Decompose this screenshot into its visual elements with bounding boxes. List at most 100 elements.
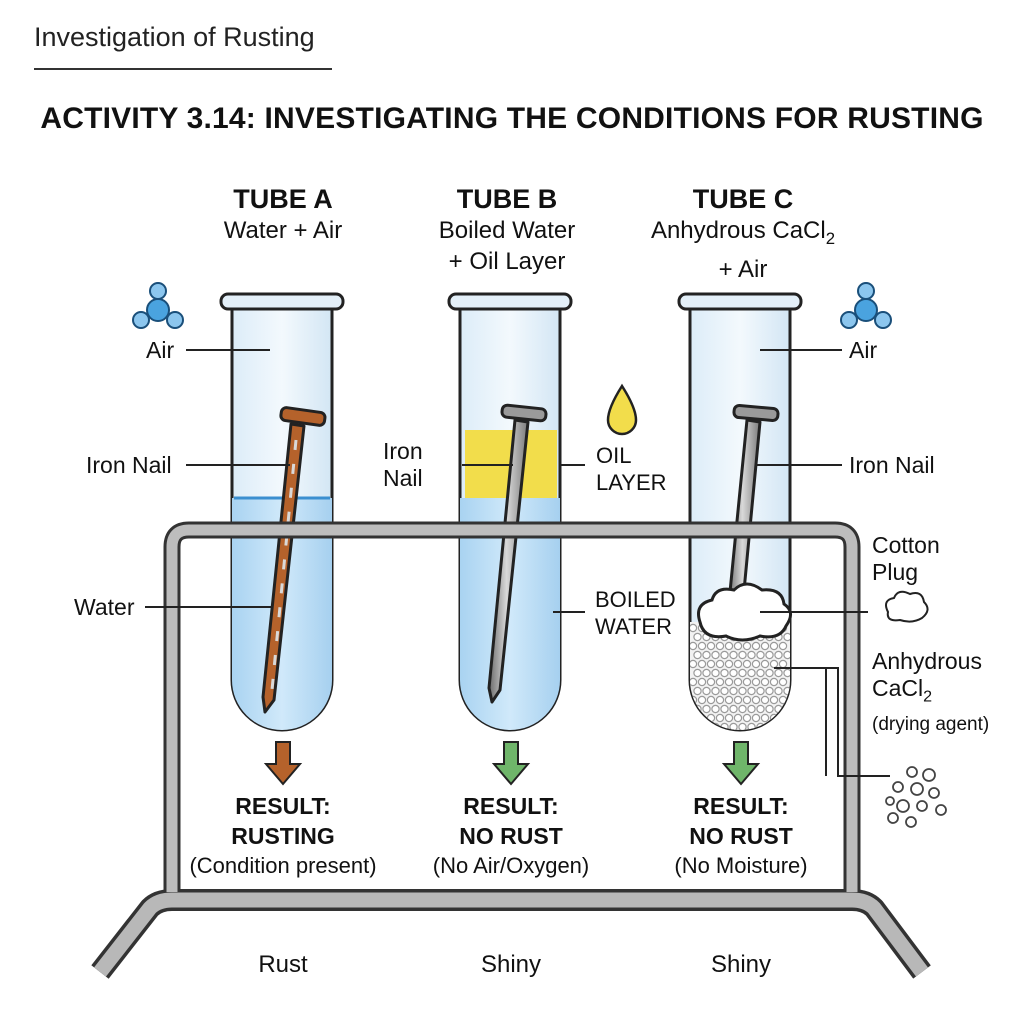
granule <box>774 650 783 660</box>
result-arrow-b <box>491 741 531 786</box>
granule <box>783 704 790 714</box>
granule <box>729 722 738 730</box>
granule <box>702 650 711 660</box>
granule <box>774 686 783 696</box>
granule <box>693 632 702 642</box>
granule <box>724 713 734 723</box>
granule <box>738 686 747 696</box>
tube-c-name: TUBE C <box>692 184 794 214</box>
granule <box>747 704 756 714</box>
granule <box>702 668 711 678</box>
granule <box>769 659 779 669</box>
test-tube-rack <box>163 521 861 892</box>
granule <box>724 659 734 669</box>
label-water-a: Water <box>74 594 135 620</box>
granule <box>738 704 747 714</box>
result-arrow-c <box>721 741 761 786</box>
granule <box>778 641 788 651</box>
granule <box>729 704 738 714</box>
granule <box>783 650 790 660</box>
granule <box>715 641 725 651</box>
cotton-icon <box>885 590 929 623</box>
granule <box>760 659 770 669</box>
granule <box>720 668 729 678</box>
granule <box>751 713 761 723</box>
granule <box>756 686 765 696</box>
granule <box>751 659 761 669</box>
tube-c <box>677 292 803 732</box>
tube-b <box>447 292 573 732</box>
granule <box>729 686 738 696</box>
tube-b-condition-line2: + Oil Layer <box>448 248 566 275</box>
granule <box>747 650 756 660</box>
granule <box>778 713 788 723</box>
granule <box>720 704 729 714</box>
air-molecule-icon <box>840 282 892 329</box>
granule <box>742 677 752 687</box>
granule <box>760 695 770 705</box>
granule <box>783 668 790 678</box>
granule <box>697 641 707 651</box>
granule <box>729 650 738 660</box>
header-underline <box>34 68 332 70</box>
granule <box>742 641 752 651</box>
granule <box>702 704 711 714</box>
granule <box>783 632 790 642</box>
granule <box>769 677 779 687</box>
granule <box>774 722 783 730</box>
granule <box>756 650 765 660</box>
appearance-b: Shiny <box>480 951 542 978</box>
granule <box>711 650 720 660</box>
granule <box>690 641 698 651</box>
granule <box>690 623 698 633</box>
granule <box>778 677 788 687</box>
granule <box>720 650 729 660</box>
granule <box>697 659 707 669</box>
granule <box>711 668 720 678</box>
granule <box>724 641 734 651</box>
tube-b-heading: TUBE B Boiled Water + Oil Layer <box>377 183 637 277</box>
result-a-note: (Condition present) <box>189 853 377 878</box>
granule <box>711 704 720 714</box>
shiny-nail-b <box>487 403 548 704</box>
granule <box>690 713 698 723</box>
label-iron-nail-a: Iron Nail <box>86 452 172 478</box>
tube-b-name: TUBE B <box>456 184 558 214</box>
label-iron-nail-c: Iron Nail <box>849 452 935 478</box>
granule <box>765 650 774 660</box>
tube-a <box>219 292 345 732</box>
granule <box>733 641 743 651</box>
tube-c-condition-line2: + Air <box>718 255 768 283</box>
granule <box>783 722 790 730</box>
granule <box>765 686 774 696</box>
tube-a-heading: TUBE A Water + Air <box>153 183 413 246</box>
activity-title: ACTIVITY 3.14: INVESTIGATING THE CONDITI… <box>40 102 984 135</box>
granule <box>774 668 783 678</box>
granule <box>760 677 770 687</box>
granule <box>715 659 725 669</box>
granule <box>733 677 743 687</box>
granule <box>706 695 716 705</box>
granule <box>765 668 774 678</box>
appearance-c: Shiny <box>710 951 772 978</box>
granule <box>751 641 761 651</box>
granule <box>702 686 711 696</box>
granule <box>715 713 725 723</box>
granule <box>769 641 779 651</box>
granule <box>742 659 752 669</box>
granule <box>733 695 743 705</box>
granule <box>702 722 711 730</box>
granule <box>738 722 747 730</box>
granule <box>711 686 720 696</box>
granule <box>742 695 752 705</box>
granule <box>690 659 698 669</box>
granule <box>765 704 774 714</box>
oil-drop-icon <box>606 383 638 436</box>
tube-a-name: TUBE A <box>233 184 333 214</box>
granule <box>724 695 734 705</box>
granule <box>733 713 743 723</box>
result-c-value: NO RUST <box>689 823 793 849</box>
label-air-c: Air <box>849 337 878 363</box>
